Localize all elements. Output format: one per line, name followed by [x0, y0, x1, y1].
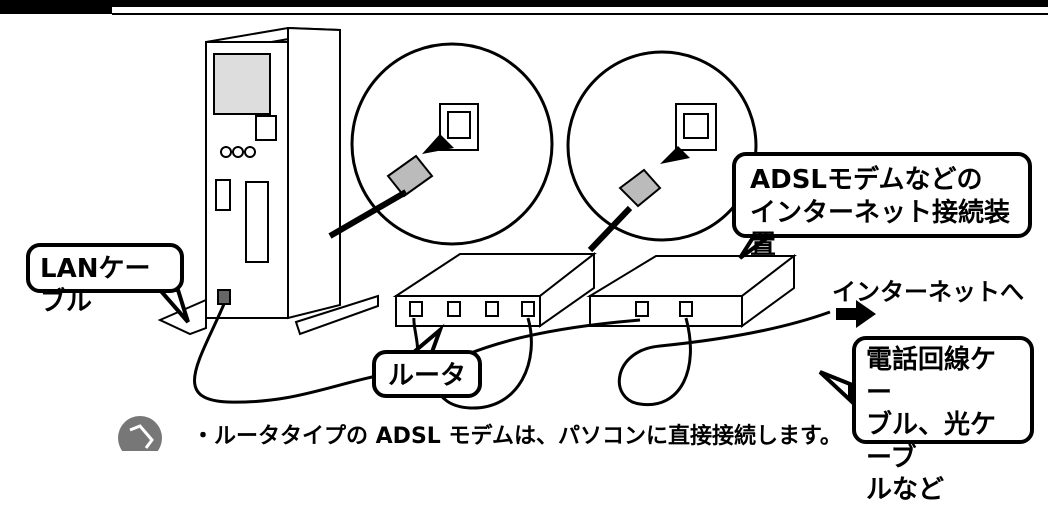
router-callout: ルータ [372, 350, 482, 398]
zoom-circle-pc-port [328, 42, 554, 246]
modem-device [586, 253, 797, 328]
pc-tower [157, 26, 379, 336]
footnote-text: ・ルータタイプの ADSL モデムは、パソコンに直接接続します。 [192, 424, 842, 449]
zoom-circle-router-port [566, 50, 758, 253]
adsl-label-line2: インターネット接続装置 [750, 197, 1011, 261]
lan-cable-label: LANケーブル [40, 254, 151, 317]
phone-label-line3: ルなど [866, 475, 945, 505]
phone-label-line2: ブル、光ケーブ [866, 410, 997, 473]
connection-diagram [0, 0, 1048, 451]
phone-line-callout: 電話回線ケー ブル、光ケーブ ルなど [852, 336, 1034, 505]
header-bar [0, 0, 1048, 15]
adsl-label-line1: ADSLモデムなどの [750, 165, 983, 195]
internet-label: インターネットへ [832, 278, 1024, 306]
router-device [392, 251, 597, 328]
lan-cable-callout: LANケーブル [26, 243, 184, 317]
router-label: ルータ [388, 361, 467, 391]
phone-label-line1: 電話回線ケー [866, 345, 997, 408]
note-hand-icon [118, 416, 162, 451]
right-arrow-icon [836, 300, 876, 328]
adsl-device-callout: ADSLモデムなどの インターネット接続装置 [732, 152, 1032, 260]
